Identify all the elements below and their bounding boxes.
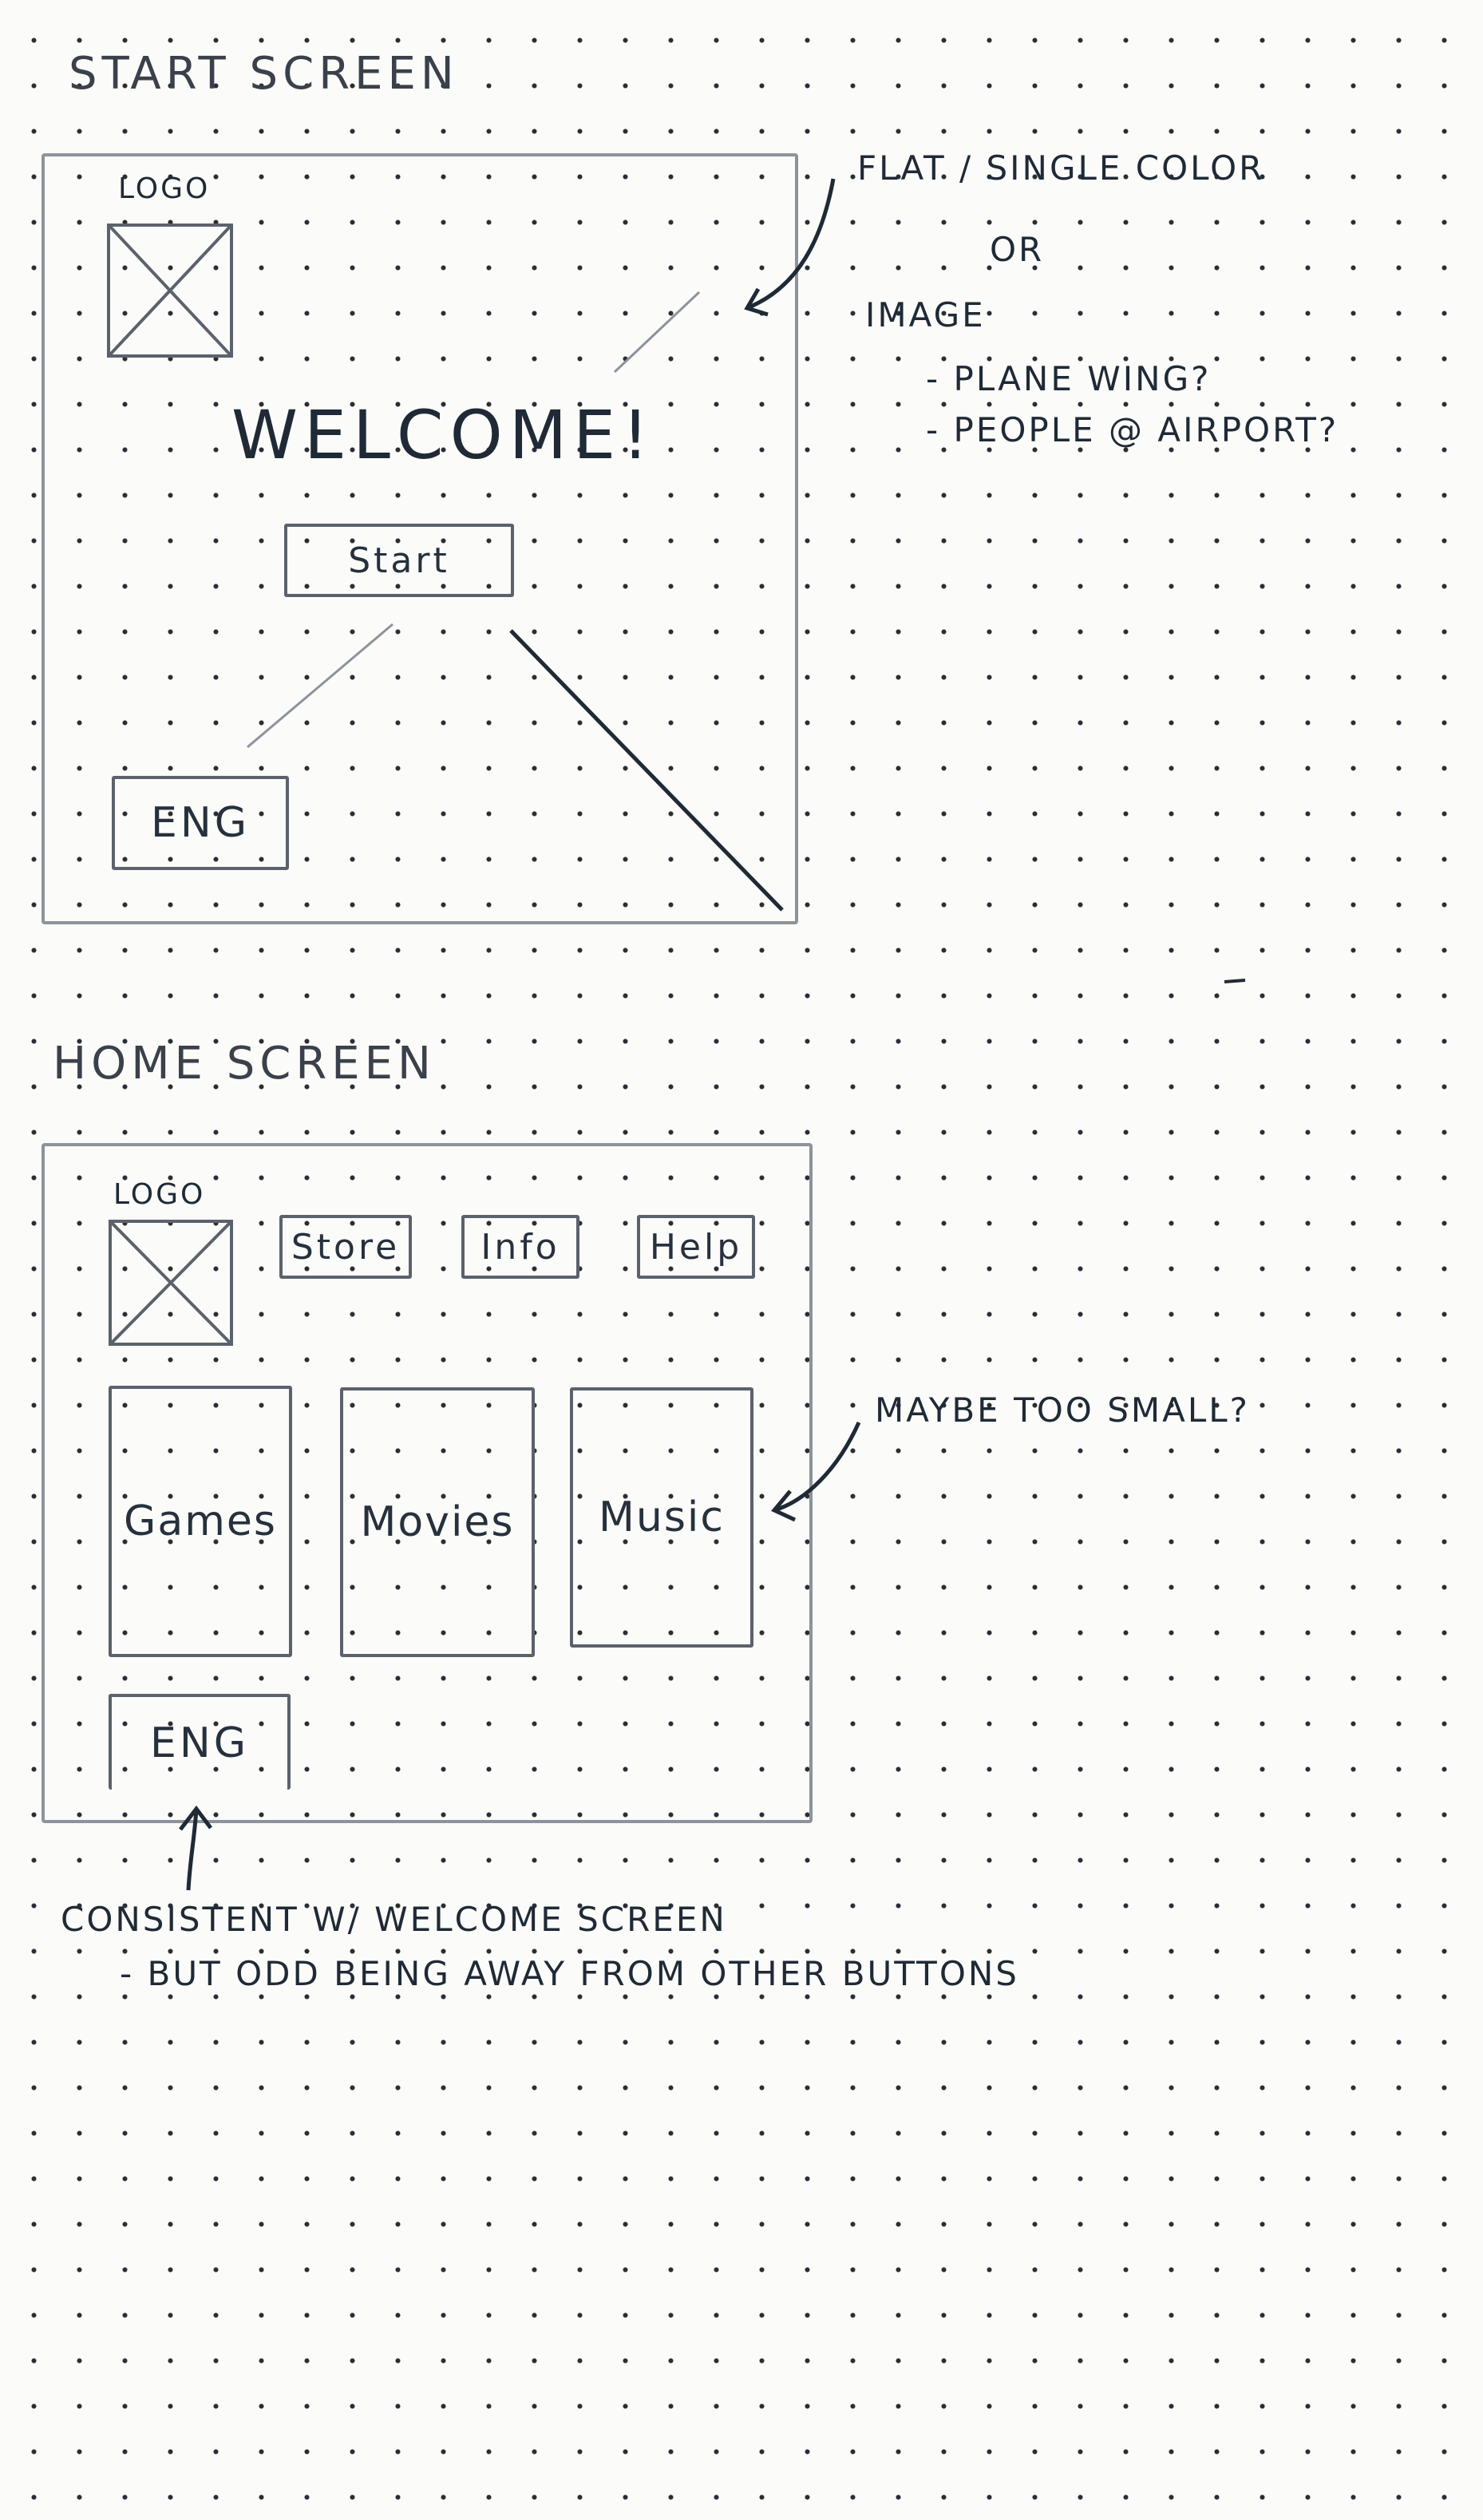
note-or: or (990, 230, 1045, 269)
start-screen-heading: Start Screen (69, 48, 459, 100)
home-lang-label: ENG (149, 1719, 250, 1767)
start-screen-frame: Logo Welcome! Start ENG (42, 153, 798, 924)
start-logo-label: Logo (118, 172, 211, 205)
note-plane-wing: - plane wing? (926, 359, 1212, 398)
home-logo-placeholder-icon (109, 1220, 233, 1346)
tile-games-label: Games (124, 1497, 277, 1545)
nav-store-button[interactable]: Store (279, 1215, 412, 1279)
tile-movies[interactable]: Movies (340, 1387, 535, 1657)
tile-games[interactable]: Games (109, 1386, 292, 1657)
note-flat-color: Flat / single color (857, 148, 1265, 188)
start-logo-placeholder-icon (107, 224, 233, 358)
home-lang-button[interactable]: ENG (109, 1694, 291, 1790)
nav-help-label: Help (649, 1226, 743, 1268)
nav-info-button[interactable]: Info (461, 1215, 579, 1279)
tile-music[interactable]: Music (570, 1387, 753, 1648)
home-screen-heading: Home Screen (53, 1038, 436, 1090)
note-odd-placement: - but odd being away from other buttons (120, 1954, 1019, 1993)
start-lang-label: ENG (150, 799, 251, 847)
tile-music-label: Music (599, 1493, 725, 1541)
home-screen-frame: Logo Store Info Help Games Movies Music … (42, 1143, 813, 1823)
note-maybe-too-small: Maybe too small? (875, 1391, 1250, 1430)
nav-help-button[interactable]: Help (637, 1215, 755, 1279)
tile-movies-label: Movies (360, 1498, 515, 1546)
start-button-label: Start (348, 540, 450, 581)
note-people-airport: - people @ airport? (926, 410, 1339, 449)
start-lang-button[interactable]: ENG (112, 776, 289, 870)
welcome-text: Welcome! (231, 396, 655, 474)
stray-mark (1224, 979, 1246, 983)
nav-store-label: Store (291, 1226, 401, 1268)
start-button[interactable]: Start (284, 524, 514, 597)
note-image: image (865, 295, 986, 334)
home-logo-label: Logo (113, 1178, 206, 1211)
nav-info-label: Info (480, 1226, 560, 1268)
note-consistent: Consistent w/ welcome screen (61, 1900, 727, 1939)
